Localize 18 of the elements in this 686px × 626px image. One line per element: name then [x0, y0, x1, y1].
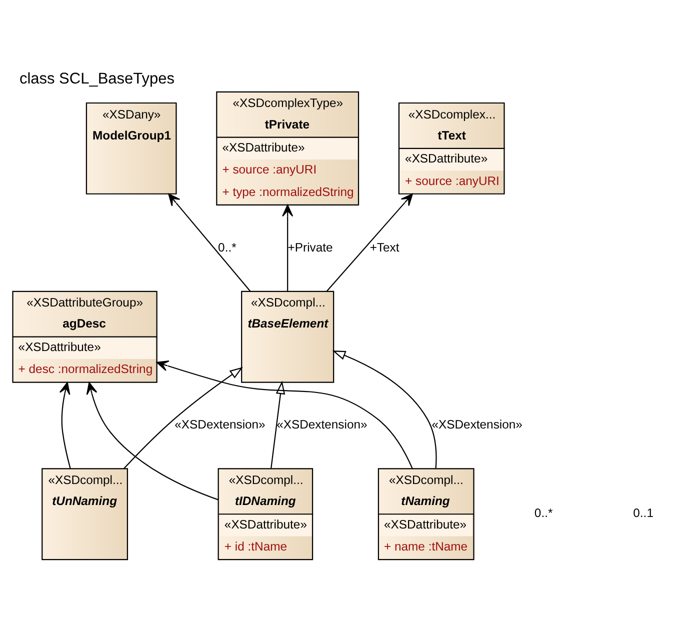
edge-label: +Text	[370, 240, 400, 254]
arrow	[326, 194, 413, 292]
edge-label: +Private	[288, 240, 333, 254]
diagram-title: class SCL_BaseTypes	[19, 70, 175, 88]
arrow	[168, 194, 251, 292]
edge-label: «XSDextension»	[432, 418, 522, 432]
edge-label: «XSDextension»	[276, 418, 368, 432]
edge-label: 0..*	[218, 240, 236, 254]
arrow	[270, 380, 286, 468]
arrow	[156, 360, 413, 469]
edge-label: «XSDextension»	[174, 418, 266, 432]
label: 0..*	[534, 506, 553, 520]
arrow	[86, 382, 218, 500]
label: 0..1	[633, 506, 654, 520]
arrow	[282, 204, 294, 292]
arrow	[59, 382, 71, 469]
arrow	[332, 350, 437, 468]
arrow	[123, 367, 243, 470]
